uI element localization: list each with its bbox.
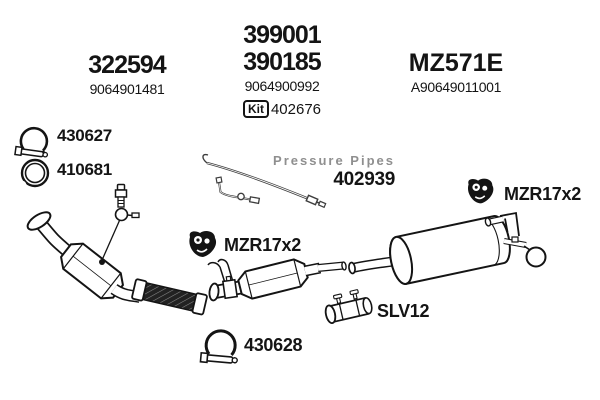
hanger-rear-label: MZR17x2: [504, 184, 581, 204]
kit-row: Kit 402676: [212, 100, 352, 118]
header-group-center: 399001 390185 9064900992 Kit 402676: [212, 22, 352, 118]
oem-number: A90649011001: [410, 79, 502, 95]
oxygen-sensor-drawing: [101, 183, 140, 260]
sleeve-connector-drawing: [324, 289, 373, 325]
rubber-hanger-icon: [189, 230, 217, 257]
hanger-center-label: MZR17x2: [224, 235, 301, 255]
rear-muffler-drawing: [348, 211, 547, 285]
part-number: 399001: [243, 21, 321, 49]
gasket-ring-icon: [20, 158, 50, 188]
kit-badge: Kit: [242, 100, 269, 118]
flex-pipe-drawing: [131, 278, 208, 316]
clamp-rear-label: 430628: [244, 335, 303, 355]
front-catalyst-drawing: [26, 211, 142, 303]
header-group-front: 322594 9064901481: [57, 51, 197, 98]
middle-silencer-drawing: [207, 258, 347, 302]
oem-number: 9064900992: [244, 78, 320, 94]
clamp-icon: [199, 329, 238, 364]
clamp-icon: [14, 126, 49, 158]
gasket-label: 410681: [57, 160, 112, 179]
sleeve-label: SLV12: [377, 301, 430, 321]
part-number: MZ571E: [408, 49, 504, 77]
part-number: 322594: [88, 51, 166, 79]
rubber-hanger-icon: [467, 178, 494, 204]
oem-number: 9064901481: [89, 81, 165, 97]
pressure-pipes-number: 402939: [333, 169, 395, 190]
pressure-pipes-caption: Pressure Pipes: [273, 153, 395, 168]
pressure-pipes-drawing: [202, 153, 327, 209]
part-number: 390185: [243, 48, 321, 76]
header-group-rear: MZ571E A90649011001: [386, 49, 526, 96]
pressure-pipes-block: Pressure Pipes 402939: [255, 153, 395, 191]
kit-number: 402676: [270, 100, 322, 118]
clamp-front-label: 430627: [57, 126, 112, 145]
